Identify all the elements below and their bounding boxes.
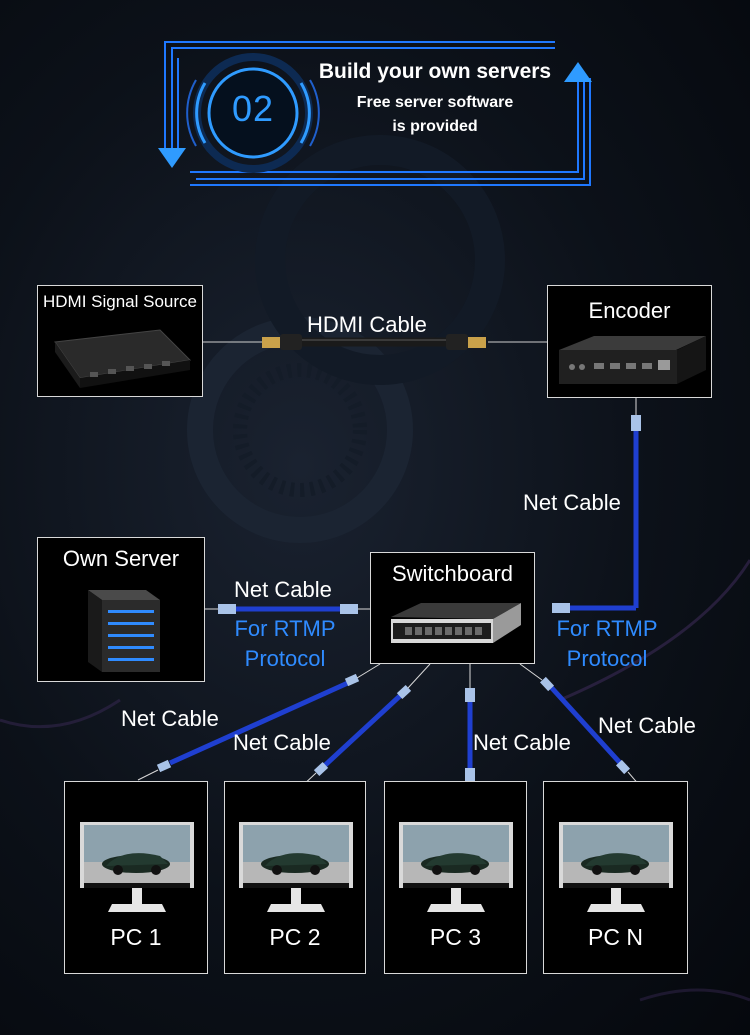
pc-box-3: PC 3 bbox=[384, 781, 527, 974]
net-cable-pcn-label: Net Cable bbox=[598, 713, 696, 738]
step-number: 02 bbox=[231, 88, 275, 129]
header-subtitle-line1: Free server software bbox=[356, 94, 514, 111]
server-tower-icon bbox=[88, 590, 160, 672]
hdmi-source-box: HDMI Signal Source bbox=[37, 285, 203, 397]
net-cable-pc2 bbox=[299, 663, 431, 789]
net-cable-server-switch bbox=[205, 604, 370, 614]
net-cable-pc1-label: Net Cable bbox=[121, 706, 219, 731]
net-cable-encoder-switch bbox=[552, 398, 641, 613]
pc-monitor-icon bbox=[399, 822, 513, 912]
pc-monitor-icon bbox=[239, 822, 353, 912]
net-cable-pcn bbox=[519, 663, 641, 787]
encoder-device-icon bbox=[559, 336, 706, 384]
own-server-label: Own Server bbox=[62, 546, 180, 571]
net-cable-pc3-label: Net Cable bbox=[473, 730, 571, 755]
hdmi-cable-label: HDMI Cable bbox=[307, 312, 427, 337]
hdmi-source-label: HDMI Signal Source bbox=[42, 292, 197, 311]
pc-monitor-icon bbox=[559, 822, 673, 912]
pc-box-n: PC N bbox=[543, 781, 688, 974]
header-frame bbox=[158, 41, 592, 186]
number-badge bbox=[186, 53, 320, 173]
pc-box-1: PC 1 bbox=[64, 781, 208, 974]
protocol-left-line1: For RTMP bbox=[234, 616, 336, 641]
switchboard-label: Switchboard bbox=[391, 561, 514, 586]
switchboard-box: Switchboard bbox=[370, 552, 535, 664]
network-switch-icon bbox=[391, 603, 521, 643]
arrow-down-icon bbox=[158, 148, 186, 168]
net-cable-encoder-label: Net Cable bbox=[523, 490, 621, 515]
net-cable-pc1 bbox=[137, 663, 381, 781]
net-cable-pc3 bbox=[465, 664, 475, 782]
net-cable-server-label: Net Cable bbox=[234, 577, 332, 602]
encoder-box: Encoder bbox=[547, 285, 712, 398]
pc-label: PC 3 bbox=[429, 924, 482, 950]
header-subtitle-line2: is provided bbox=[392, 118, 478, 135]
arrow-up-icon bbox=[564, 62, 592, 82]
protocol-right-line2: Protocol bbox=[566, 646, 648, 671]
pc-label: PC 2 bbox=[269, 924, 321, 950]
pc-box-2: PC 2 bbox=[224, 781, 366, 974]
protocol-right-line1: For RTMP bbox=[556, 616, 658, 641]
pc-monitor-icon bbox=[80, 822, 194, 912]
hdmi-cable-icon bbox=[262, 334, 486, 350]
net-cable-pc2-label: Net Cable bbox=[233, 730, 331, 755]
protocol-right: For RTMP Protocol bbox=[542, 614, 672, 674]
header-title: Build your own servers bbox=[318, 60, 552, 83]
hdmi-splitter-icon bbox=[54, 329, 192, 388]
pc-label: PC 1 bbox=[110, 924, 162, 950]
encoder-label: Encoder bbox=[588, 298, 671, 323]
protocol-left: For RTMP Protocol bbox=[220, 614, 350, 674]
pc-label: PC N bbox=[588, 924, 643, 950]
own-server-box: Own Server bbox=[37, 537, 205, 682]
protocol-left-line2: Protocol bbox=[244, 646, 326, 671]
